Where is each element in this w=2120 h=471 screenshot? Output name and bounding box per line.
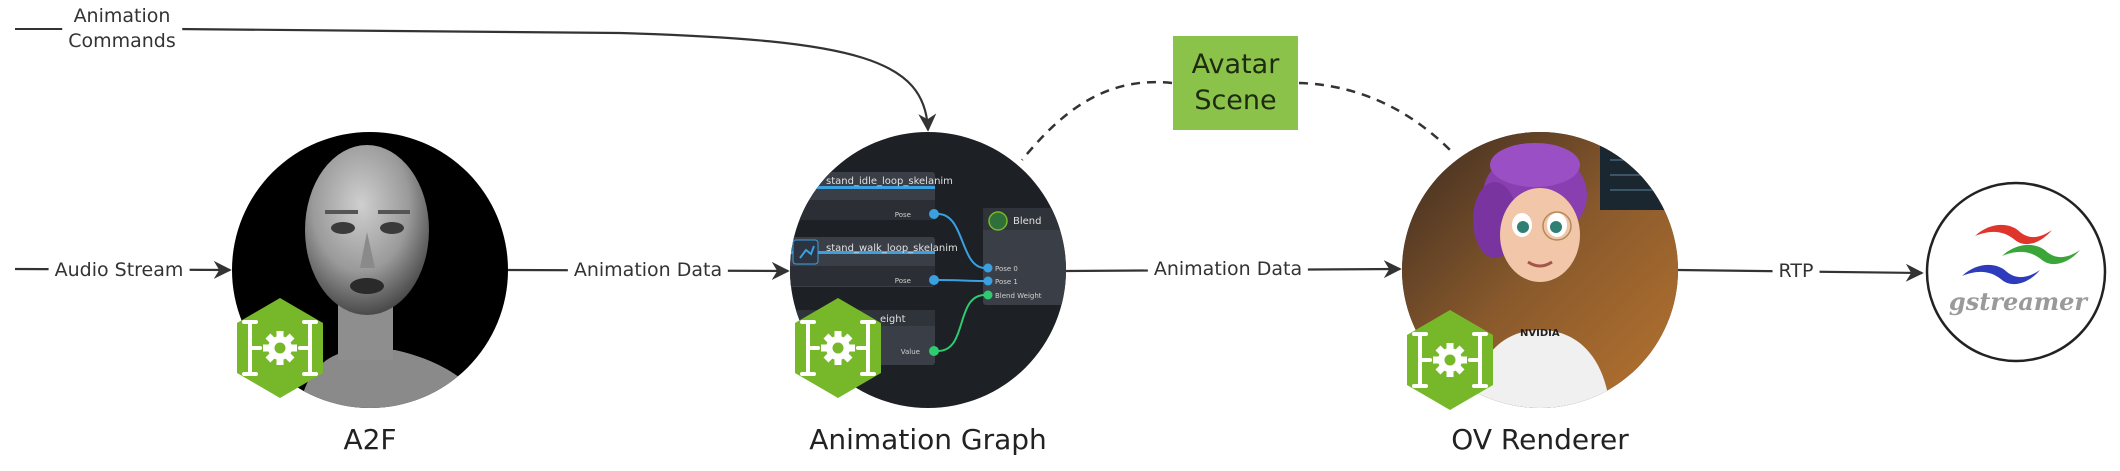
- avatar-scene-box: Avatar Scene: [1173, 36, 1298, 130]
- ov-renderer-title: OV Renderer: [1451, 423, 1629, 456]
- input-animation-commands-label: Animation Commands: [62, 4, 182, 54]
- graph-node-blend-label: Blend: [1013, 216, 1041, 227]
- input-animation-commands-line2: Commands: [68, 30, 176, 52]
- ov-renderer-node: NVIDIA: [1402, 132, 1678, 412]
- gstreamer-node: gstreamer: [1925, 181, 2107, 363]
- gstreamer-logo-text: gstreamer: [1949, 287, 2090, 316]
- edge-scene-to-renderer: [1298, 81, 1451, 151]
- edge-scene-to-graph: [1021, 80, 1173, 161]
- graph-node-idle-label: stand_idle_loop_skelanim: [826, 176, 953, 187]
- graph-node-walk-label: stand_walk_loop_skelanim: [826, 243, 958, 254]
- graph-port-value: Value: [901, 348, 920, 356]
- edge-label-rtp: RTP: [1772, 258, 1820, 284]
- animation-graph-title: Animation Graph: [809, 423, 1047, 456]
- input-animation-commands-line1: Animation: [73, 5, 171, 27]
- run-icon: [799, 245, 815, 259]
- graph-port-pose0: Pose 0: [995, 265, 1018, 273]
- gstreamer-blue-wave: [1962, 264, 2040, 285]
- gear-icon: [988, 211, 1008, 231]
- input-audio-stream-label: Audio Stream: [48, 257, 190, 283]
- animation-graph-node: stand_idle_loop_skelanim Pose stand_walk…: [790, 132, 1066, 408]
- graph-port-pose-walk: Pose: [895, 277, 911, 285]
- edge-label-graph-animation-data: Animation Data: [1147, 256, 1309, 282]
- a2f-node: [232, 132, 508, 408]
- avatar-scene-line2: Scene: [1194, 85, 1277, 116]
- edge-animation-commands-curve: [174, 27, 937, 132]
- renderer-shirt-text: NVIDIA: [1520, 328, 1560, 339]
- edge-label-a2f-animation-data: Animation Data: [567, 257, 729, 283]
- a2f-title: A2F: [343, 423, 397, 456]
- gstreamer-green-wave: [2002, 244, 2080, 265]
- avatar-scene-line1: Avatar: [1191, 49, 1280, 80]
- graph-port-pose-idle: Pose: [895, 211, 911, 219]
- graph-node-weight-label: eight: [880, 314, 906, 325]
- graph-port-pose1: Pose 1: [995, 278, 1018, 286]
- gstreamer-red-wave: [1975, 224, 2052, 245]
- graph-port-blend-weight: Blend Weight: [995, 292, 1042, 300]
- renderer-avatar-image: NVIDIA: [1402, 132, 1678, 408]
